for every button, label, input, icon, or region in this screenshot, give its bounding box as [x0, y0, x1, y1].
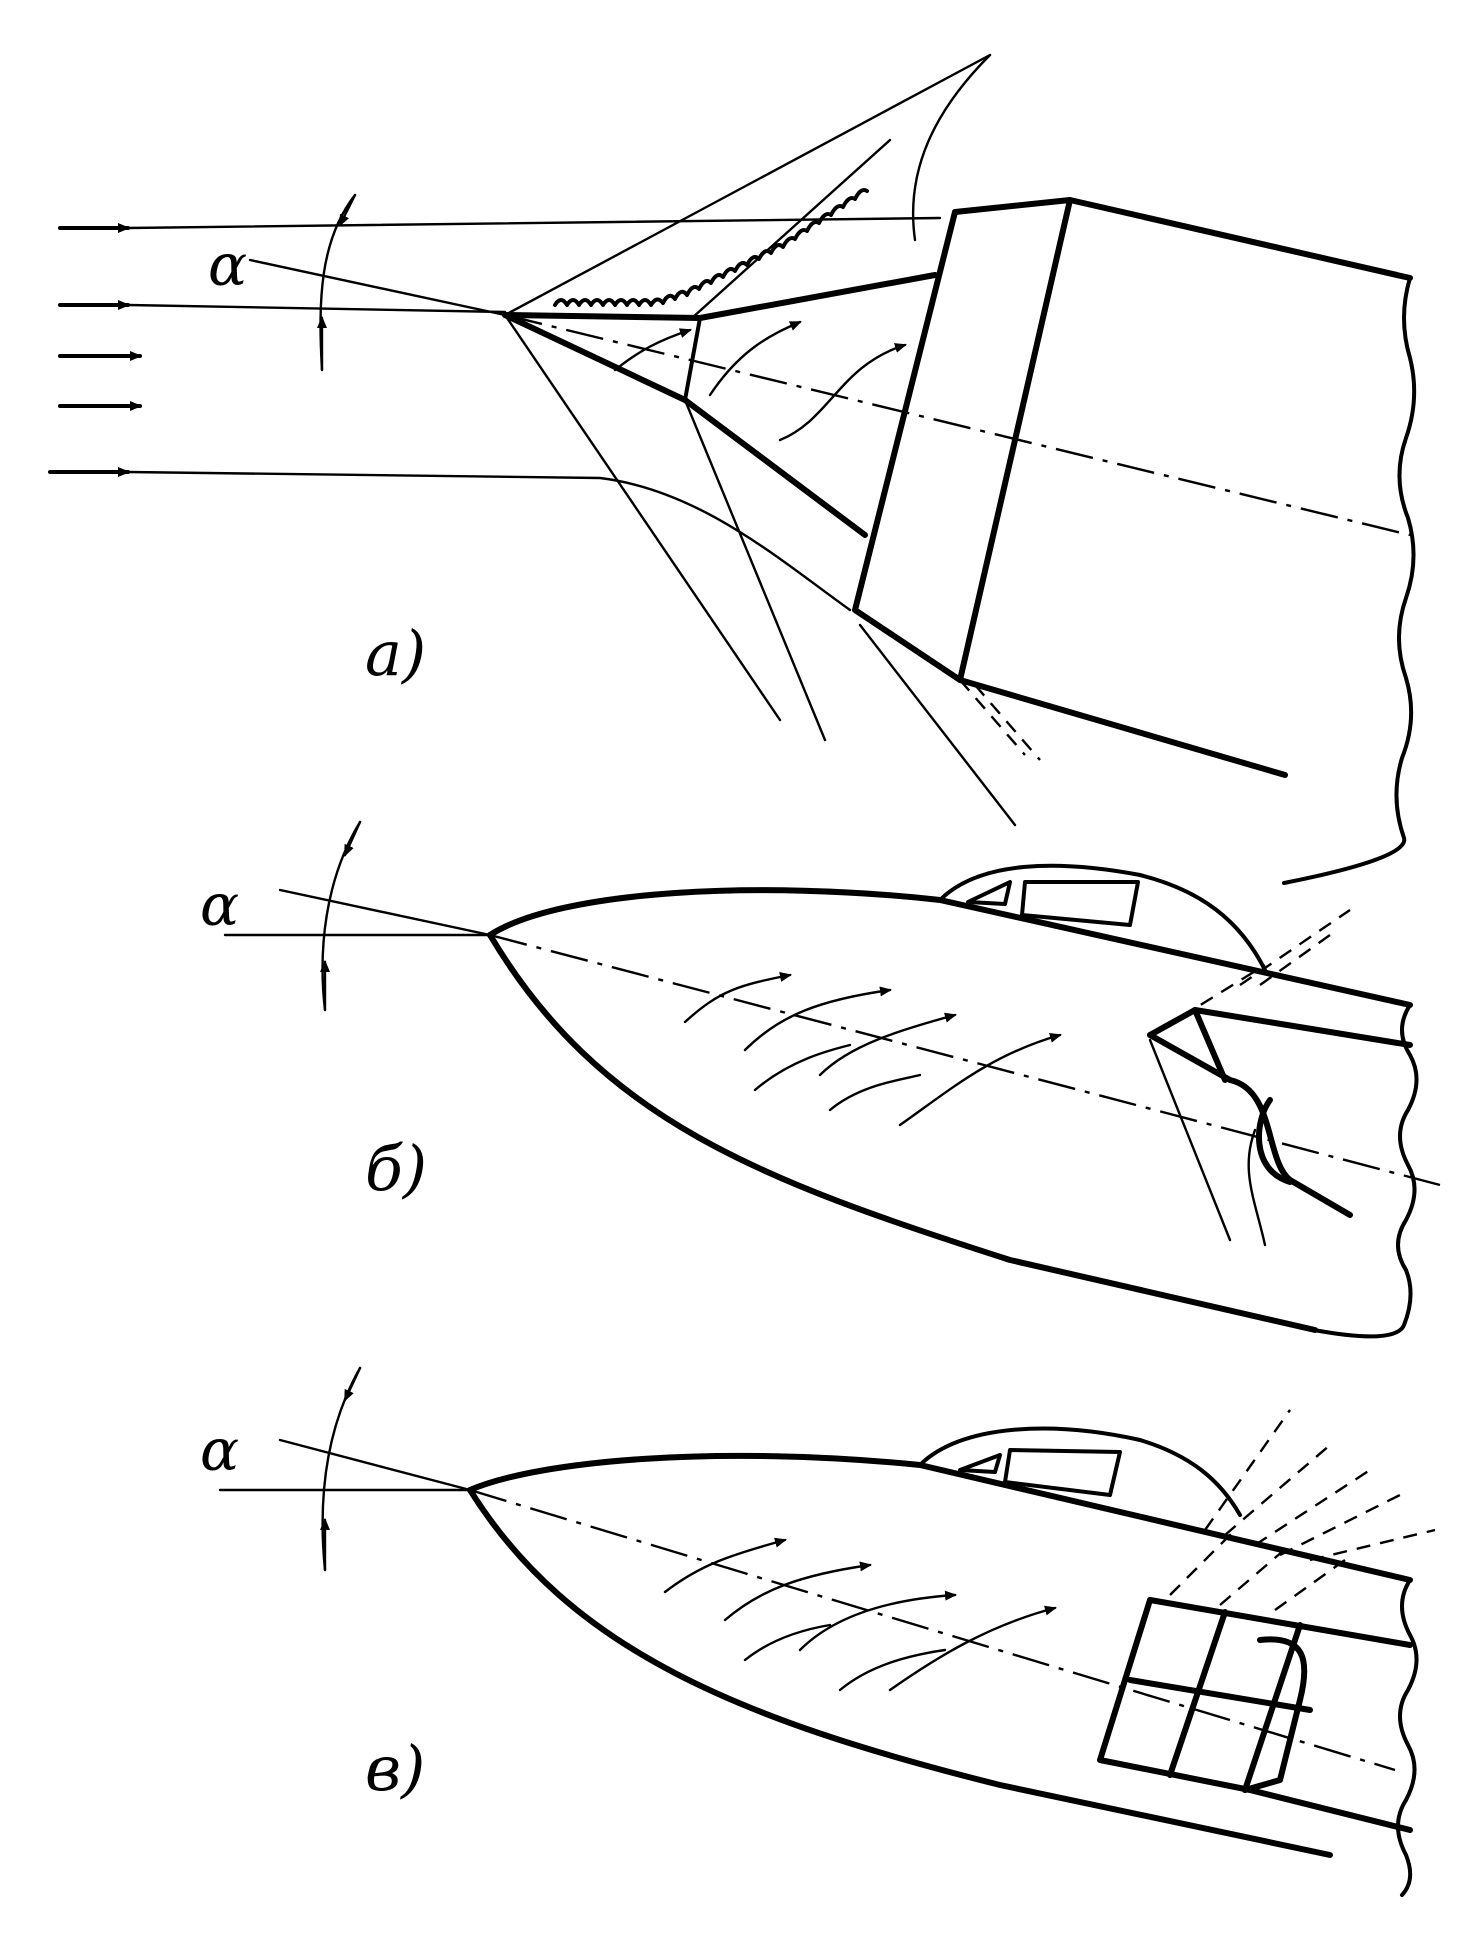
freestream-arrows	[48, 223, 142, 477]
panel-a: α	[48, 53, 1417, 885]
axis-b	[489, 933, 1441, 1187]
lower-streamline	[126, 470, 852, 612]
center-streamline	[126, 303, 507, 314]
engine-body-b	[1147, 1003, 1419, 1339]
panel-c: α	[200, 1366, 1436, 1897]
angle-indicator-c: α	[200, 1366, 472, 1572]
shock-lines-b	[1148, 909, 1351, 1242]
canopy-b	[938, 863, 1267, 972]
flow-arrows-c	[663, 1537, 1057, 1692]
forebody-lower-c	[467, 1487, 1333, 1858]
upper-streamline	[126, 216, 942, 230]
boundary-layer-separation	[553, 188, 869, 307]
flow-arrows-b	[683, 972, 1062, 1127]
angle-indicator-a: α	[208, 193, 507, 372]
flow-arrows-a	[613, 320, 907, 442]
panel-label-a: а)	[365, 617, 426, 690]
shock-lines-c	[1169, 1409, 1436, 1611]
panel-b: α	[200, 820, 1441, 1339]
angle-indicator-b: α	[200, 820, 492, 1012]
shock-lines-a	[503, 53, 1017, 827]
alpha-label-c: α	[200, 1416, 239, 1484]
canopy-c	[918, 1426, 1242, 1517]
panel-label-c: в)	[365, 1732, 425, 1805]
engine-body-a	[852, 197, 1417, 885]
forebody-upper-b	[487, 887, 1413, 1008]
axis-c	[469, 1488, 1396, 1772]
alpha-label-b: α	[200, 871, 239, 939]
inlet-ramps	[502, 272, 1411, 538]
panel-label-b: б)	[365, 1132, 427, 1205]
grid-inlet-c	[1097, 1578, 1419, 1897]
alpha-label-a: α	[208, 231, 247, 299]
forebody-lower-b	[487, 932, 1318, 1333]
forebody-upper-c	[467, 1452, 1413, 1583]
